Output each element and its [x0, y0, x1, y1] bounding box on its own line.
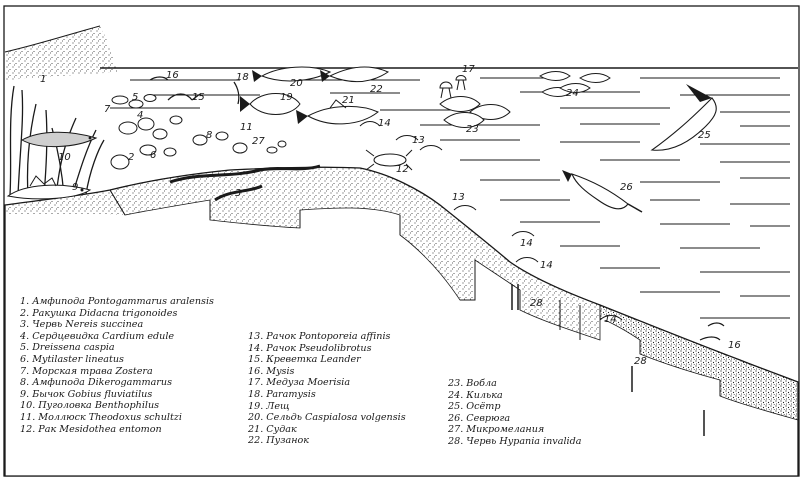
legend-column-3: 23. Вобла 24. Килька 25. Осётр 26. Севрю… [448, 378, 581, 448]
sturgeon-25 [650, 84, 717, 151]
legend-item: 7. Морская трава Zostera [20, 365, 153, 377]
label-3: 3 [235, 188, 241, 199]
shore-hill-outline [4, 25, 101, 53]
label-20: 20 [290, 78, 303, 89]
stellate-sturgeon-26 [562, 170, 643, 213]
shad-22 [320, 66, 390, 82]
kilka-24 [539, 71, 611, 97]
legend-column-2: 13. Рачок Pontoporeia affinis 14. Рачок … [248, 331, 406, 447]
benthophilus-fish-10 [20, 131, 98, 148]
legend-item: 6. Mytilaster lineatus [20, 353, 124, 365]
legend-item: 22. Пузанок [248, 435, 310, 447]
goby-fish-9 [6, 175, 92, 200]
shrimp-15 [167, 93, 201, 101]
label-5: 5 [132, 92, 138, 103]
label-4: 4 [137, 110, 143, 121]
legend-item: 19. Лещ [248, 400, 290, 412]
label-22: 22 [370, 84, 383, 95]
mysis-16 [149, 76, 725, 341]
zander-21 [296, 99, 379, 125]
label-26: 26 [620, 182, 633, 193]
deep-sediment [599, 304, 799, 421]
label-23: 23 [466, 124, 479, 135]
legend-item: 2. Ракушка Didacna trigonoides [20, 307, 178, 319]
amphipods [359, 121, 623, 321]
label-14b: 14 [520, 238, 533, 249]
label-9: 9 [72, 182, 78, 193]
nereis-worm-3 [169, 164, 321, 202]
label-13: 13 [412, 135, 425, 146]
label-14c: 14 [540, 260, 553, 271]
legend-item: 17. Медуза Moerisia [248, 377, 351, 389]
legend-item: 23. Вобла [448, 378, 497, 389]
legend-item: 5. Dreissena caspia [20, 342, 115, 354]
jellyfish-17 [439, 75, 467, 99]
label-2: 2 [128, 152, 134, 163]
legend-item: 10. Пуголовка Benthophilus [20, 400, 160, 412]
mesidothea-12 [365, 149, 413, 171]
label-28b: 28 [634, 356, 647, 367]
legend-item: 9. Бычок Gobius fluviatilus [20, 388, 153, 400]
label-28: 28 [530, 298, 543, 309]
label-18: 18 [236, 72, 249, 83]
herring-20 [252, 66, 332, 82]
legend-item: 25. Осётр [448, 401, 501, 413]
label-24: 24 [566, 88, 579, 99]
roach-23 [439, 96, 511, 128]
legend-item: 13. Рачок Pontoporeia affinis [248, 331, 391, 342]
label-1: 1 [40, 74, 46, 85]
label-14: 14 [378, 118, 391, 129]
mollusc-cluster [110, 94, 248, 170]
legend-item: 8. Амфипода Dikerogammarus [20, 377, 172, 389]
shore-hill [5, 26, 118, 80]
legend-item: 18. Paramysis [248, 388, 316, 400]
label-6: 6 [150, 150, 156, 161]
micromelania-27 [266, 140, 287, 154]
legend-item: 1. Амфипода Pontogammarus aralensis [20, 296, 214, 307]
label-11: 11 [240, 122, 253, 133]
legend-item: 16. Mysis [248, 365, 295, 377]
legend-item: 14. Рачок Pseudolibrotus [248, 342, 372, 354]
legend-item: 15. Креветка Leander [248, 354, 361, 366]
bream-19 [240, 93, 301, 115]
legend-item: 21. Судак [248, 423, 297, 435]
label-19: 19 [280, 92, 293, 103]
label-10: 10 [58, 152, 71, 163]
legend-item: 20. Сельдь Caspialosa volgensis [248, 412, 406, 424]
label-16b: 16 [728, 340, 741, 351]
legend-item: 11. Моллюск Theodoxus schultzi [20, 411, 182, 423]
paramysis-18 [233, 81, 240, 105]
legend-column-1: 1. Амфипода Pontogammarus aralensis 2. Р… [20, 296, 214, 435]
label-13b: 13 [452, 192, 465, 203]
label-12: 12 [396, 164, 409, 175]
legend-item: 3. Червь Nereis succinea [20, 319, 144, 331]
legend-item: 12. Рак Mesidothea entomon [20, 423, 162, 435]
label-8: 8 [206, 130, 212, 141]
label-7: 7 [104, 104, 111, 115]
shallow-shelf [5, 190, 125, 215]
sediment-layer [109, 166, 601, 341]
number-labels: 1 2 3 4 5 6 7 8 9 10 11 12 13 13 14 14 1… [40, 64, 741, 367]
label-15: 15 [192, 92, 205, 103]
label-14d: 14 [604, 314, 617, 325]
legend-item: 4. Сердцевидка Cardium edule [20, 330, 175, 342]
legend-item: 24. Килька [448, 389, 503, 401]
label-25: 25 [698, 130, 711, 141]
label-16: 16 [166, 70, 179, 81]
label-17: 17 [462, 64, 475, 75]
hypania-tubes-28 [511, 284, 705, 436]
legend-item: 26. Севрюга [448, 412, 511, 424]
label-21: 21 [342, 95, 355, 106]
legend-item: 27. Микромелания [448, 424, 545, 436]
label-27: 27 [252, 136, 265, 147]
legend-item: 28. Червь Hypania invalida [448, 435, 582, 447]
